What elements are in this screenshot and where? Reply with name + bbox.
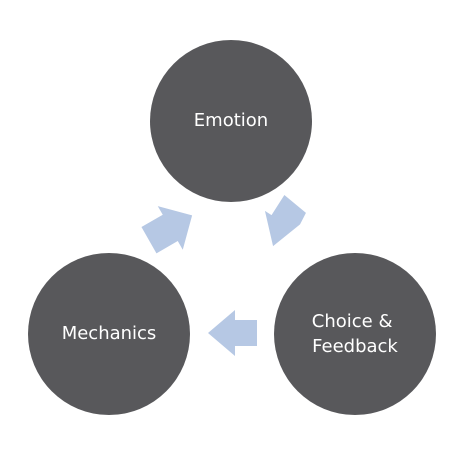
node-emotion-circle bbox=[150, 40, 312, 202]
node-emotion: Emotion bbox=[150, 40, 312, 202]
arrow-emotion-to-choice-feedback bbox=[264, 195, 306, 247]
node-emotion-label: Emotion bbox=[194, 110, 268, 131]
node-mechanics-label: Mechanics bbox=[62, 323, 157, 344]
node-choice-feedback-label-line-2: Feedback bbox=[312, 336, 398, 357]
node-choice-feedback-label-line-1: Choice & bbox=[312, 311, 393, 332]
node-mechanics: Mechanics bbox=[28, 253, 190, 415]
arrow-choice-feedback-to-mechanics bbox=[208, 310, 257, 356]
node-choice-feedback-label: Choice & Feedback bbox=[312, 311, 399, 357]
node-mechanics-circle bbox=[28, 253, 190, 415]
node-mechanics-label-line-1: Mechanics bbox=[62, 323, 157, 344]
node-choice-feedback: Choice & Feedback bbox=[274, 253, 436, 415]
arrow-mechanics-to-emotion bbox=[141, 206, 193, 254]
node-choice-feedback-circle bbox=[274, 253, 436, 415]
node-emotion-label-line-1: Emotion bbox=[194, 110, 268, 131]
